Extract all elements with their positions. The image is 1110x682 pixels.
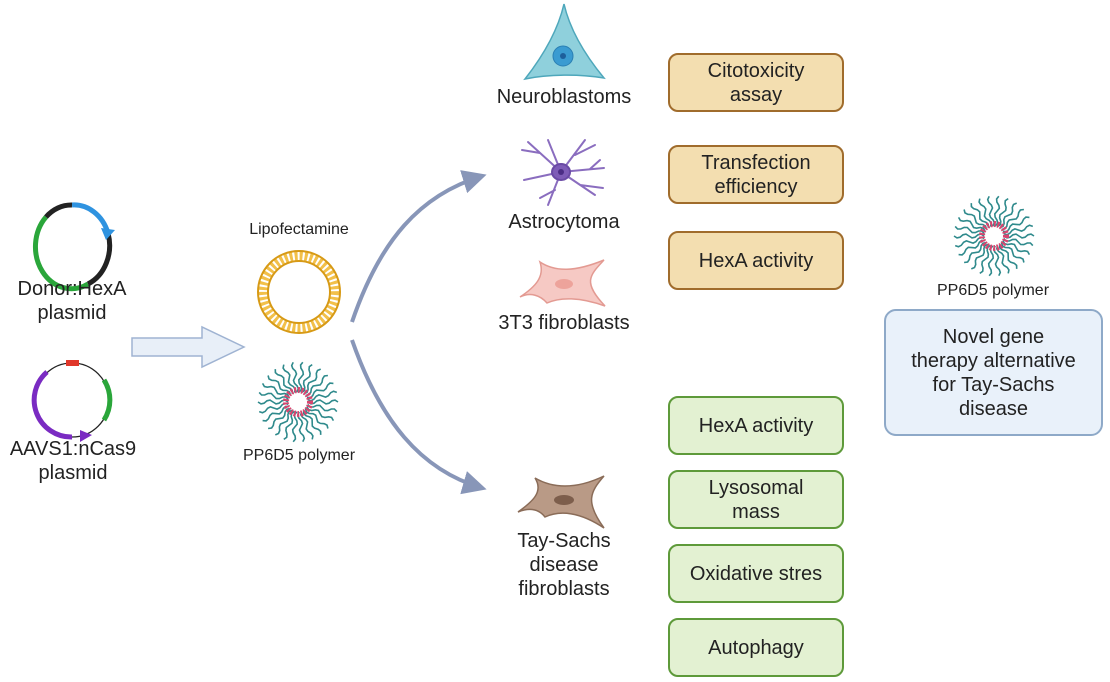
polymer-icon bbox=[257, 361, 339, 443]
neuroblastoma-cell-icon bbox=[523, 3, 606, 81]
lipofectamine-icon bbox=[257, 250, 341, 334]
block-arrow bbox=[131, 325, 246, 369]
aavs1-plasmid-icon bbox=[31, 360, 113, 442]
donor-plasmid-icon bbox=[32, 202, 115, 292]
astrocytoma-cell-icon bbox=[521, 139, 605, 206]
neuroblastoma-label: Neuroblastoms bbox=[496, 86, 632, 108]
arrow-down bbox=[350, 339, 487, 495]
polymer-result-icon bbox=[953, 195, 1035, 277]
hexa-activity-box-tan: HexA activity bbox=[668, 231, 844, 290]
oxidative-stress-box: Oxidative stres bbox=[668, 544, 844, 603]
lipofectamine-label: Lipofectamine bbox=[249, 221, 349, 238]
fibroblast-3t3-icon bbox=[519, 259, 606, 307]
astrocytoma-label: Astrocytoma bbox=[508, 211, 620, 233]
polymer-result-label: PP6D5 polymer bbox=[936, 282, 1050, 299]
arrow-up bbox=[350, 170, 487, 323]
fibroblast-3t3-label: 3T3 fibroblasts bbox=[498, 312, 630, 334]
hexa-activity-box-green: HexA activity bbox=[668, 396, 844, 455]
polymer-label: PP6D5 polymer bbox=[242, 447, 356, 464]
taysachs-fibroblast-icon bbox=[517, 475, 605, 529]
autophagy-box: Autophagy bbox=[668, 618, 844, 677]
